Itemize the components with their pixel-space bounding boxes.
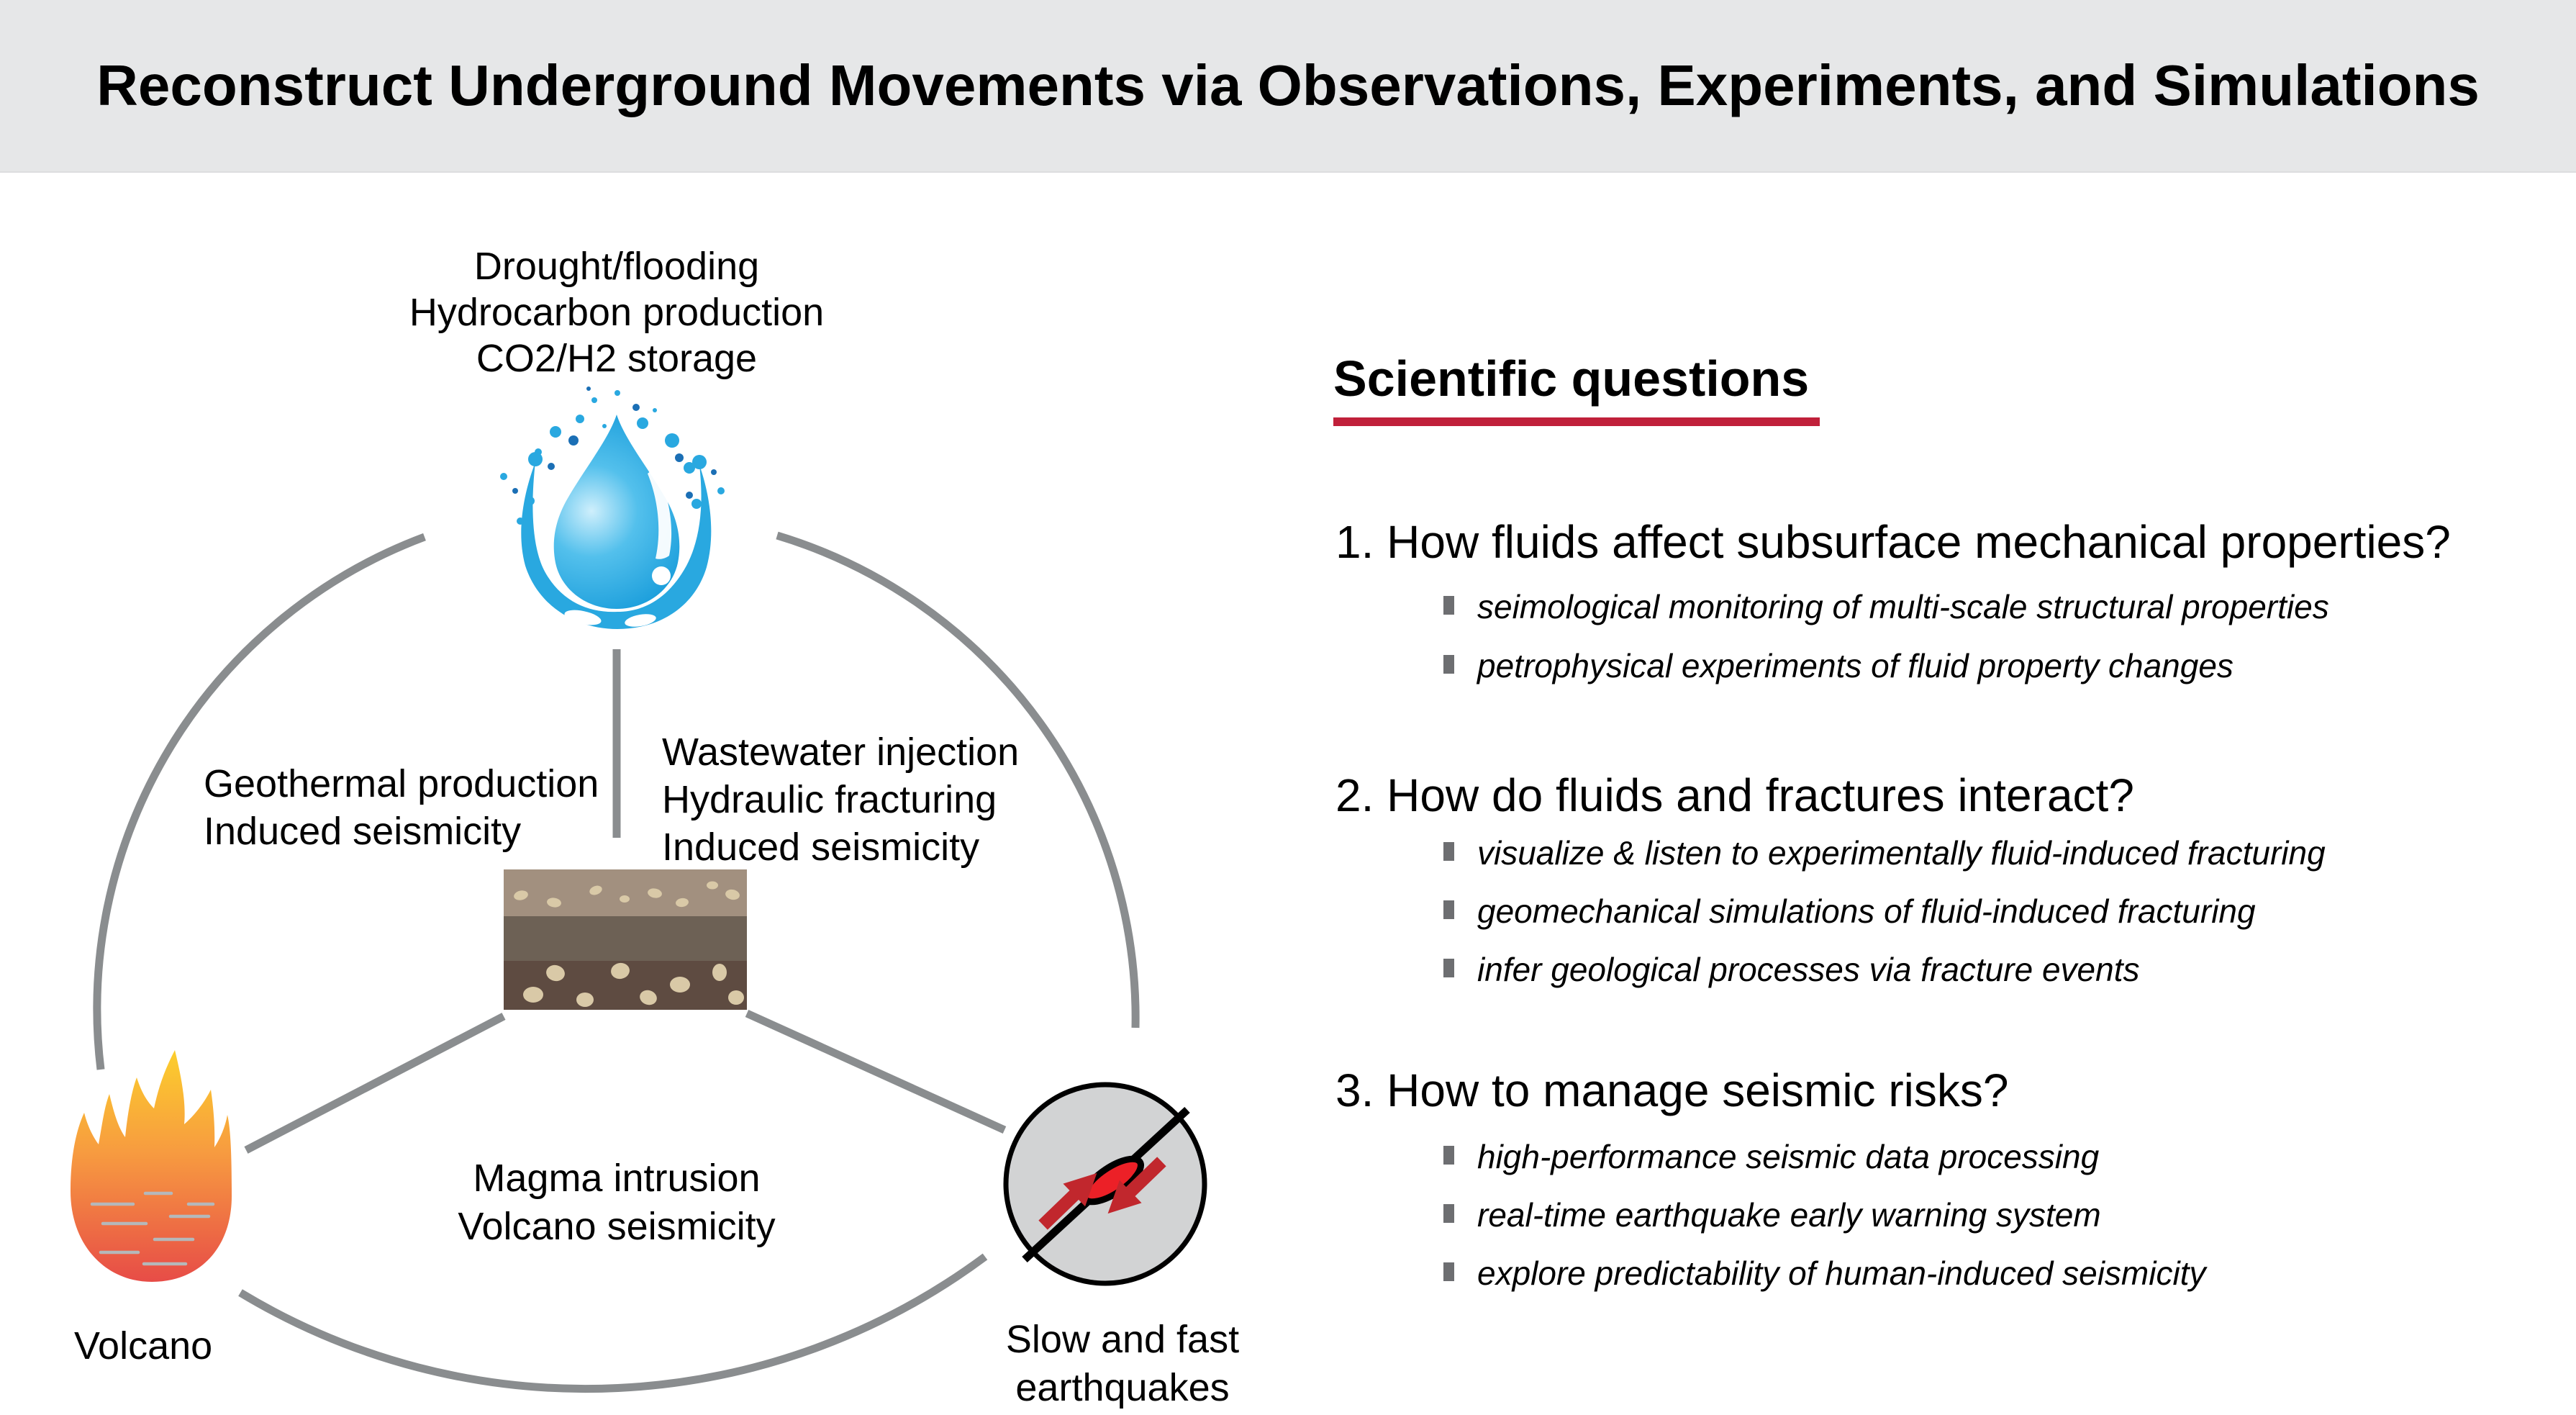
square-bullet-icon xyxy=(1443,1146,1454,1165)
square-bullet-icon xyxy=(1443,900,1454,919)
rock-layers-icon xyxy=(504,869,747,1010)
top-node-label-line: Hydrocarbon production xyxy=(409,291,825,334)
question-1: 1. How fluids affect subsurface mechanic… xyxy=(1335,516,2451,568)
magma-edge-label-line: Volcano seismicity xyxy=(458,1205,776,1248)
page-title: Reconstruct Underground Movements via Ob… xyxy=(96,53,2480,117)
header-banner: Reconstruct Underground Movements via Ob… xyxy=(0,0,2576,173)
question-1-bullet: petrophysical experiments of fluid prope… xyxy=(1443,648,2233,684)
question-3-bullet: explore predictability of human-induced … xyxy=(1443,1255,2205,1291)
earthquake-node-label: Slow and fast earthquakes xyxy=(1002,1316,1243,1412)
connector-line-rock-volcano xyxy=(244,1013,506,1154)
earthquake-node-label-line: Slow and fast xyxy=(1005,1318,1240,1361)
bullet-text: geomechanical simulations of fluid-induc… xyxy=(1477,892,2256,930)
question-3-bullet: high-performance seismic data processing xyxy=(1443,1139,2099,1175)
connector-arc-left xyxy=(93,533,426,1070)
top-node-label-line: CO2/H2 storage xyxy=(476,337,758,380)
bullet-text: seimological monitoring of multi-scale s… xyxy=(1477,588,2329,625)
connector-line-rock-earthquake xyxy=(745,1009,1007,1134)
wastewater-edge-label-line: Hydraulic fracturing xyxy=(662,778,997,821)
connector-arc-right xyxy=(776,531,1140,1029)
volcano-node-label: Volcano xyxy=(74,1324,213,1367)
wastewater-edge-label: Wastewater injection Hydraulic fracturin… xyxy=(662,728,1019,871)
question-2: 2. How do fluids and fractures interact? xyxy=(1335,769,2134,821)
magma-edge-label-line: Magma intrusion xyxy=(473,1157,761,1200)
top-node-label-line: Drought/flooding xyxy=(473,245,760,288)
bullet-text: high-performance seismic data processing xyxy=(1477,1138,2100,1175)
wastewater-edge-label-line: Induced seismicity xyxy=(662,826,980,869)
earthquake-fault-icon xyxy=(1003,1082,1207,1286)
top-node-label: Drought/flooding Hydrocarbon production … xyxy=(329,243,904,381)
wastewater-edge-label-line: Wastewater injection xyxy=(662,731,1020,774)
square-bullet-icon xyxy=(1443,655,1454,674)
square-bullet-icon xyxy=(1443,842,1454,861)
question-3: 3. How to manage seismic risks? xyxy=(1335,1064,2009,1116)
earthquake-node-label-line: earthquakes xyxy=(1015,1366,1230,1409)
connector-arcs xyxy=(93,531,1140,1393)
square-bullet-icon xyxy=(1443,959,1454,977)
geothermal-edge-label: Geothermal production Induced seismicity xyxy=(204,760,599,855)
water-splash-icon xyxy=(500,386,725,629)
bullet-text: petrophysical experiments of fluid prope… xyxy=(1477,647,2233,684)
question-3-bullet: real-time earthquake early warning syste… xyxy=(1443,1197,2101,1233)
heading-underline xyxy=(1333,417,1820,426)
question-1-bullet: seimological monitoring of multi-scale s… xyxy=(1443,589,2329,625)
questions-panel-heading: Scientific questions xyxy=(1333,351,1810,407)
bullet-text: real-time earthquake early warning syste… xyxy=(1477,1196,2101,1234)
geothermal-edge-label-line: Geothermal production xyxy=(204,762,599,805)
bullet-text: visualize & listen to experimentally flu… xyxy=(1477,834,2326,872)
geothermal-edge-label-line: Induced seismicity xyxy=(204,810,522,853)
square-bullet-icon xyxy=(1443,1204,1454,1223)
bullet-text: explore predictability of human-induced … xyxy=(1477,1254,2206,1292)
question-2-bullet: infer geological processes via fracture … xyxy=(1443,951,2139,987)
magma-edge-label: Magma intrusion Volcano seismicity xyxy=(437,1154,797,1251)
question-2-bullet: visualize & listen to experimentally flu… xyxy=(1443,835,2326,871)
square-bullet-icon xyxy=(1443,1262,1454,1281)
bullet-text: infer geological processes via fracture … xyxy=(1477,951,2140,988)
square-bullet-icon xyxy=(1443,596,1454,615)
connector-arc-bottom xyxy=(238,1253,988,1393)
flame-icon xyxy=(71,1050,232,1282)
question-2-bullet: geomechanical simulations of fluid-induc… xyxy=(1443,893,2256,929)
